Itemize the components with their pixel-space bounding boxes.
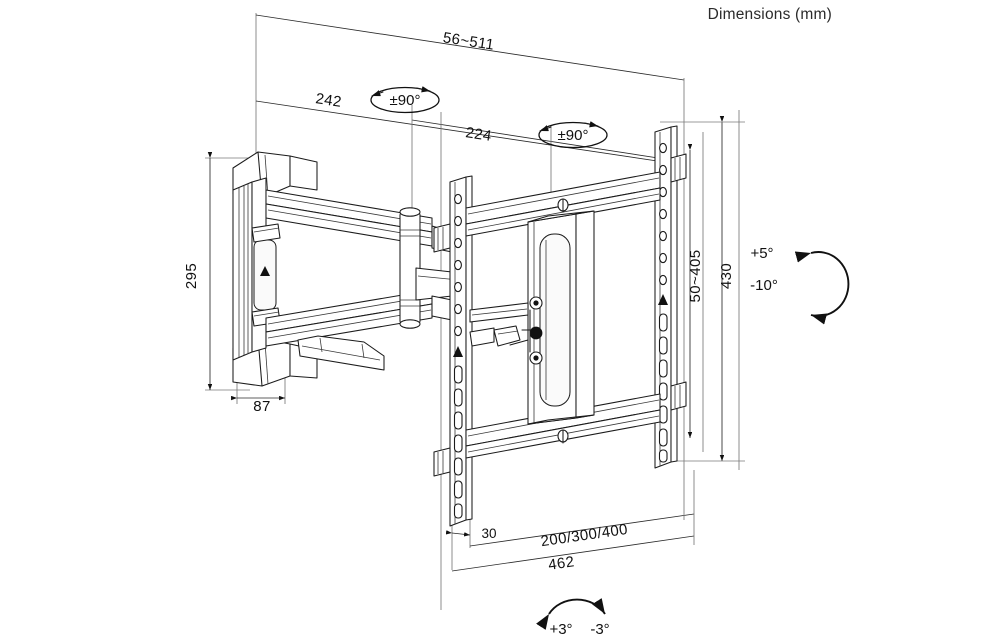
page-title: Dimensions (mm) — [707, 6, 832, 23]
tilt-down-label: -10° — [750, 277, 778, 294]
plate-width-label: 462 — [547, 553, 575, 574]
roll-angle-symbol: +3° -3° — [536, 598, 610, 638]
roll-left-label: +3° — [549, 621, 572, 638]
articulating-arm-assembly — [265, 189, 471, 371]
swivel-angle-symbol-1: ±90° — [370, 86, 440, 114]
tilt-up-label: +5° — [750, 245, 773, 262]
swivel-angle-1-label: ±90° — [390, 92, 421, 109]
dimension-lines — [205, 13, 745, 610]
wall-plate-height-label: 295 — [183, 263, 200, 289]
roll-right-label: -3° — [590, 621, 609, 638]
vesa-vertical-range-label: 50~405 — [687, 250, 704, 303]
extension-range-label: 56~511 — [442, 29, 496, 54]
vesa-mounting-plate — [433, 125, 687, 527]
arm-span-lower-label: 224 — [464, 124, 493, 145]
plate-height-label: 430 — [718, 263, 735, 289]
arm-span-upper-label: 242 — [314, 90, 342, 111]
wall-plate-assembly — [232, 151, 318, 387]
vesa-widths-label: 200/300/400 — [540, 521, 629, 550]
swivel-angle-2-label: ±90° — [558, 127, 589, 144]
wall-plate-depth-label: 87 — [253, 398, 271, 415]
swivel-angle-symbol-2: ±90° — [538, 121, 608, 149]
edge-offset-label: 30 — [481, 526, 496, 541]
tilt-angle-symbol: +5° -10° — [750, 245, 850, 325]
dimension-labels: 56~511 242 224 295 87 50~405 430 30 200/… — [183, 29, 735, 574]
